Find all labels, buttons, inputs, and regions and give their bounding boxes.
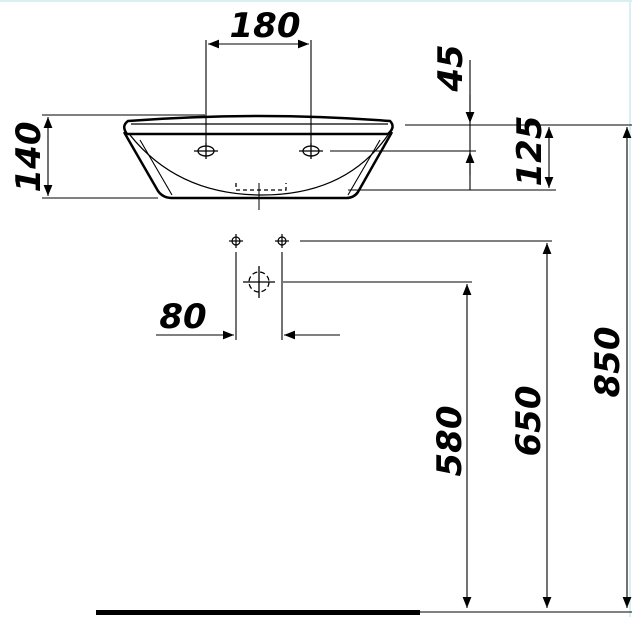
supply-fitting-left xyxy=(229,234,243,248)
dim-label-850: 850 xyxy=(588,327,628,398)
dim-label-80: 80 xyxy=(159,297,206,337)
dim-label-650: 650 xyxy=(509,386,549,457)
dim-label-125: 125 xyxy=(510,116,550,187)
waste-fitting xyxy=(243,266,275,298)
dim-label-580: 580 xyxy=(430,406,470,477)
dim-label-45: 45 xyxy=(431,44,471,92)
floor-line xyxy=(96,610,420,615)
basin-tap-hole-right xyxy=(299,143,323,159)
basin-outline xyxy=(122,114,394,210)
supply-fitting-right xyxy=(275,234,289,248)
basin-tap-hole-left xyxy=(194,143,218,159)
dim-label-140: 140 xyxy=(9,122,49,193)
dim-label-180: 180 xyxy=(230,6,301,46)
